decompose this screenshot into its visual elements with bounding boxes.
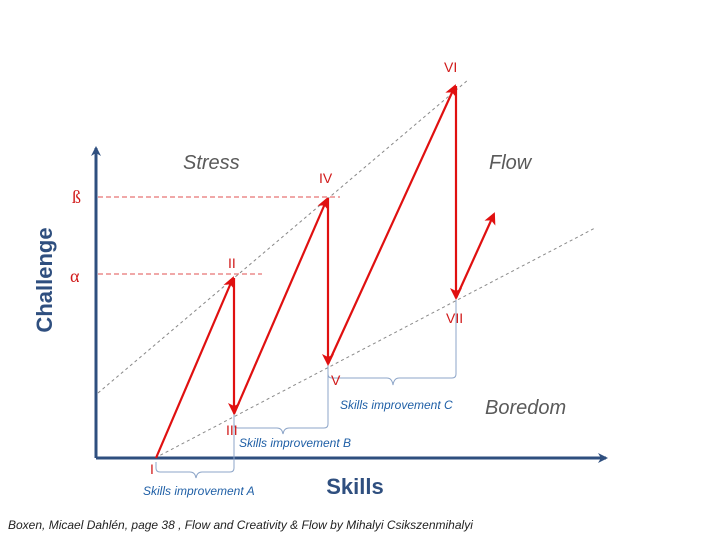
y-axis-label: Challenge [32,227,57,332]
arrow-v-to-vi [326,84,457,365]
zone-boredom: Boredom [485,397,566,419]
zone-stress: Stress [183,152,240,174]
brace-c [327,300,457,386]
point-iii: III [226,422,238,438]
beta-label: ß [72,187,81,207]
skills-improvement-a: Skills improvement A [143,484,255,498]
zone-flow: Flow [489,152,533,174]
alpha-label: α [70,266,80,286]
arrow-vii-onward [454,212,496,299]
arrow-iii-to-iv [232,197,329,415]
upper-flow-boundary [97,79,469,394]
point-vii: VII [446,310,463,326]
point-ii: II [228,255,236,271]
arrow-i-to-ii [154,276,235,459]
x-axis-label: Skills [326,474,383,499]
point-vi: VI [444,59,457,75]
skills-improvement-c: Skills improvement C [340,398,453,412]
brace-b [233,364,329,435]
point-v: V [331,372,341,388]
point-i: I [150,461,154,477]
point-iv: IV [319,170,333,186]
brace-a [155,414,235,479]
lower-flow-boundary [154,227,596,459]
skills-improvement-b: Skills improvement B [239,436,351,450]
source-caption: Boxen, Micael Dahlén, page 38 , Flow and… [8,518,473,532]
